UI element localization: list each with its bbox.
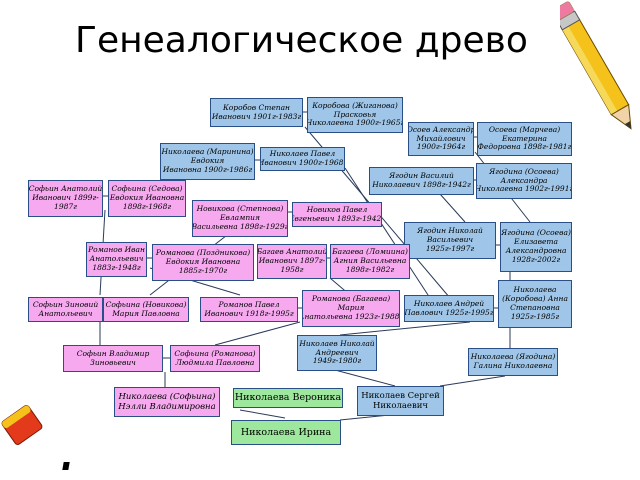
line-nikolay-to-sergey xyxy=(334,369,396,387)
page-title: Генеалогическое древо xyxy=(75,20,528,61)
line-nikolaev-to-andrey xyxy=(344,167,431,299)
person-sofina-lyudmila: Софьина (Романова)Людмила Павловна xyxy=(170,345,260,372)
line-nikolaev2-to-nikolay xyxy=(339,321,471,336)
person-nikolaeva-galina: Николаева (Ягодина)Галина Николаевна xyxy=(468,348,558,376)
line-nelli-to-irina xyxy=(239,409,286,419)
person-sofina-mariya: Софьина (Новикова)Мария Павловна xyxy=(103,297,189,322)
line-romanov2-to-lyudmila xyxy=(214,321,301,346)
pencil-icon xyxy=(560,1,632,130)
person-nikolaeva-veronika: Николаева Вероника xyxy=(233,388,343,408)
person-nikolaeva-nelli: Николаева (Софьина)Нэлли Владимировна xyxy=(114,387,220,417)
line-yagodin-to-nikolay xyxy=(439,193,466,223)
eraser-icon xyxy=(1,405,43,445)
person-nikolaeva-irina: Николаева Ирина xyxy=(231,420,341,445)
line-galina-to-sergey xyxy=(439,375,506,387)
